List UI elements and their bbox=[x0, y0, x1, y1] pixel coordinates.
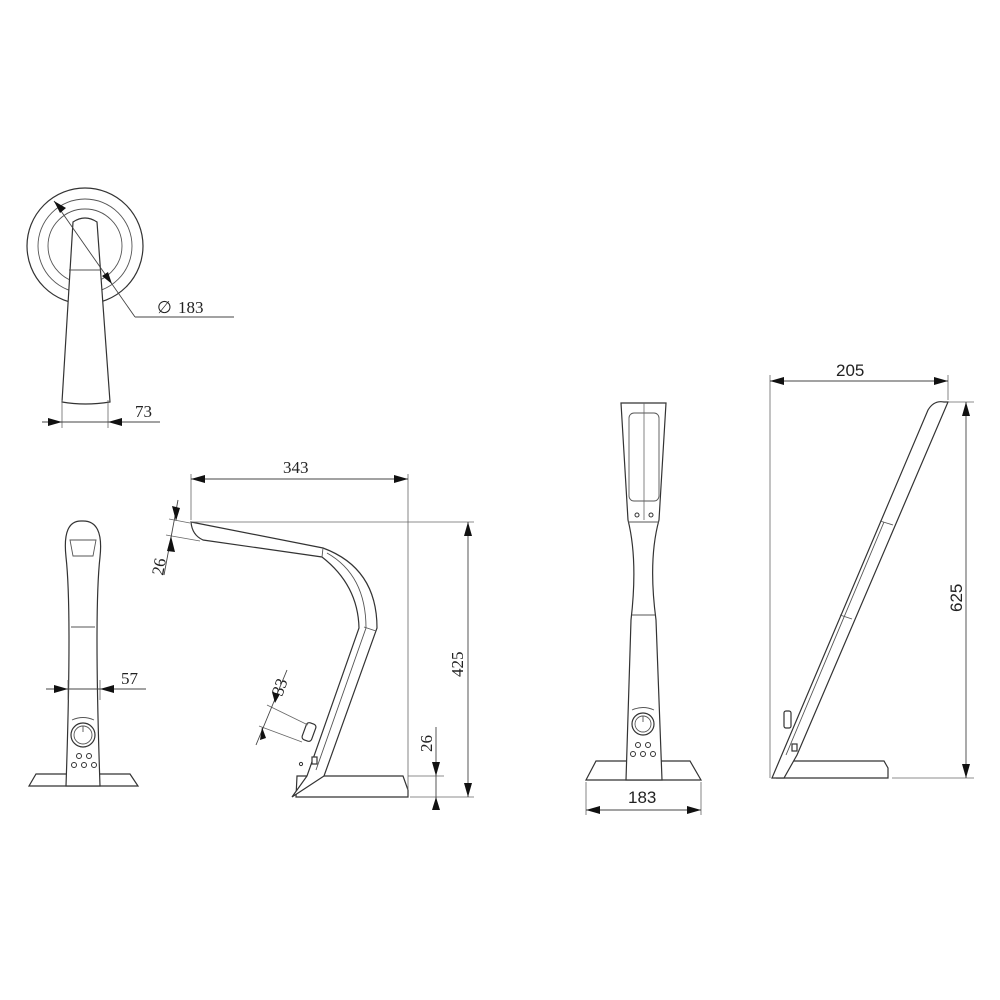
usb-port bbox=[791, 743, 798, 752]
arrow-icon bbox=[191, 475, 205, 483]
base-plate bbox=[776, 760, 889, 779]
inner-contour bbox=[315, 552, 367, 771]
diameter-leader bbox=[53, 200, 136, 318]
arrow-icon bbox=[54, 201, 66, 213]
ext-line bbox=[168, 518, 191, 524]
arrow-icon bbox=[48, 418, 62, 426]
stem-width-label: 57 bbox=[121, 669, 139, 688]
button-dot bbox=[91, 762, 97, 768]
joint-line bbox=[839, 614, 853, 620]
lamp-body bbox=[620, 402, 667, 781]
button-dot bbox=[640, 751, 646, 757]
base-width-label: 183 bbox=[628, 788, 656, 807]
arrow-icon bbox=[102, 272, 112, 284]
arrow-icon bbox=[108, 418, 122, 426]
button-dot bbox=[630, 751, 636, 757]
reach-label: 343 bbox=[283, 458, 309, 477]
arrow-icon bbox=[962, 764, 970, 778]
arrow-icon bbox=[394, 475, 408, 483]
joint-line bbox=[321, 547, 324, 558]
button-dot bbox=[76, 753, 82, 759]
lamp-stem bbox=[64, 520, 102, 787]
side-view-upright: 205 625 bbox=[769, 361, 974, 779]
button-dot bbox=[71, 762, 77, 768]
arrow-icon bbox=[260, 727, 266, 740]
knob-arc bbox=[71, 717, 95, 721]
arrow-icon bbox=[934, 377, 948, 385]
button-dot bbox=[81, 762, 87, 768]
arrow-icon bbox=[464, 522, 472, 536]
arrow-icon bbox=[100, 685, 114, 693]
ext-line bbox=[258, 725, 303, 743]
depth-label: 205 bbox=[836, 361, 864, 380]
head-thickness-label: 26 bbox=[148, 557, 170, 577]
lamp-arm-straight bbox=[771, 401, 949, 779]
front-view-upright: 183 bbox=[585, 402, 703, 815]
joint-line bbox=[879, 520, 894, 526]
inner-contour bbox=[785, 521, 885, 756]
arrow-icon bbox=[432, 797, 440, 810]
head-window bbox=[69, 539, 97, 557]
side-view-bent: 343 425 26 33 26 bbox=[148, 458, 474, 810]
button-dot bbox=[635, 742, 641, 748]
arrow-icon bbox=[172, 506, 180, 521]
top-view: ∅ 183 73 bbox=[26, 187, 234, 428]
arrow-icon bbox=[54, 685, 68, 693]
screw-dot bbox=[648, 512, 654, 518]
indicator-dot bbox=[298, 761, 304, 767]
switch-length-label: 33 bbox=[268, 676, 292, 698]
diameter-symbol: ∅ bbox=[157, 298, 172, 317]
lamp-arm-curved bbox=[190, 521, 378, 798]
arrow-icon bbox=[432, 762, 440, 776]
front-view-small: 57 bbox=[27, 520, 146, 787]
neck-width-label: 73 bbox=[135, 402, 152, 421]
base-thickness-label: 26 bbox=[417, 735, 436, 752]
knob-arc bbox=[631, 707, 655, 711]
button-dot bbox=[650, 751, 656, 757]
button-dot bbox=[645, 742, 651, 748]
arrow-icon bbox=[272, 692, 280, 703]
arrow-icon bbox=[464, 783, 472, 797]
arrow-icon bbox=[687, 806, 701, 814]
dimmer-knob bbox=[70, 722, 96, 748]
height-label: 425 bbox=[448, 652, 467, 678]
screw-dot bbox=[634, 512, 640, 518]
switch-button bbox=[301, 722, 317, 742]
arrow-icon bbox=[586, 806, 600, 814]
height-label: 625 bbox=[947, 584, 966, 612]
ext-line bbox=[266, 704, 309, 726]
arrow-icon bbox=[962, 402, 970, 416]
arrow-icon bbox=[167, 536, 175, 552]
usb-port bbox=[311, 756, 318, 765]
button-dot bbox=[86, 753, 92, 759]
diameter-label: 183 bbox=[178, 298, 204, 317]
arrow-icon bbox=[770, 377, 784, 385]
switch-button bbox=[783, 710, 792, 729]
